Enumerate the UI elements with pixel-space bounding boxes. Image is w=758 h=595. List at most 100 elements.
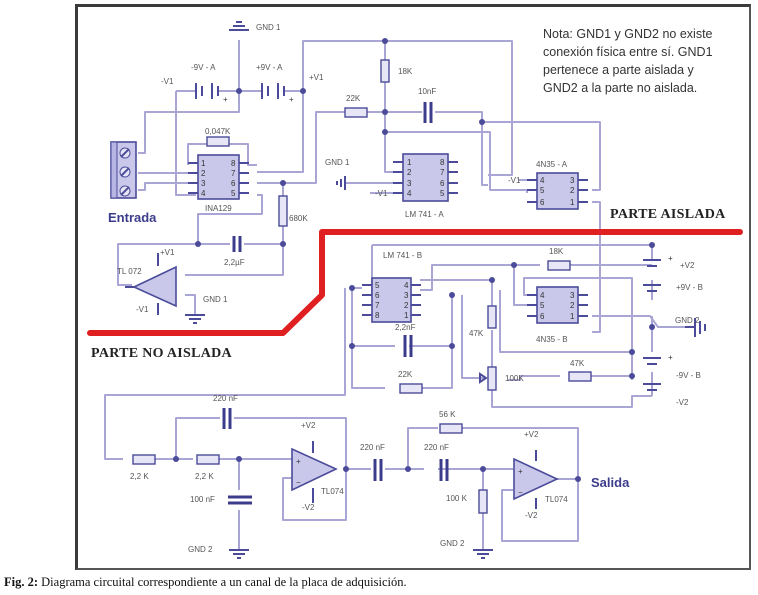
capacitor-220n-1 [373,459,383,481]
svg-text:2: 2 [404,301,409,310]
svg-text:8: 8 [440,158,445,167]
svg-text:1: 1 [201,159,206,168]
note-line-1: Nota: GND1 y GND2 no existe [543,27,713,41]
gnd1-top-symbol [229,21,249,31]
label-tl074-1-vneg: -V2 [302,503,315,512]
capacitor-100n [228,495,252,505]
resistor-gain [206,136,230,147]
label-tl072: TL 072 [117,267,142,276]
svg-text:8: 8 [231,159,236,168]
capacitor-10n [423,102,433,123]
resistor-22k-b [399,383,423,394]
label-bat-pos-b: +9V - B [676,283,703,292]
label-r22k-a: 22K [346,94,361,103]
opto-a-chip [527,172,588,210]
label-entrada: Entrada [108,210,157,225]
input-terminal-block [110,141,137,199]
label-c2n2: 2,2nF [395,323,416,332]
opto-b-chip [527,286,588,324]
capacitor-2n2 [403,335,413,357]
svg-text:5: 5 [540,186,545,195]
label-gnd2-bat: GND 2 [675,316,700,325]
gnd1-lm-symbol [336,176,346,190]
svg-text:5: 5 [540,301,545,310]
label-r22k-b: 22K [398,370,413,379]
lm741b-chip [362,277,421,323]
svg-text:6: 6 [540,198,545,207]
label-parte-no-aislada: PARTE NO AISLADA [91,346,233,361]
svg-text:6: 6 [231,179,236,188]
svg-text:3: 3 [570,176,575,185]
svg-text:+: + [668,254,673,263]
label-pot-100k: 100K [505,374,524,383]
label-r47k-h: 47K [570,359,585,368]
label-tl072-vpos: +V1 [160,248,175,257]
svg-text:5: 5 [231,189,236,198]
svg-text:5: 5 [440,189,445,198]
svg-text:6: 6 [440,179,445,188]
label-opto-b: 4N35 - B [536,335,568,344]
label-r100k: 100 K [446,494,468,503]
resistor-680k [278,195,288,227]
resistor-2k2-1 [132,454,156,465]
battery-b-positive: + [643,254,673,292]
svg-text:2: 2 [407,168,412,177]
label-r2k2-1: 2,2 K [130,472,149,481]
label-c220n-1: 220 nF [360,443,385,452]
capacitor-2u2 [232,236,242,252]
svg-text:7: 7 [375,301,380,310]
svg-text:3: 3 [201,179,206,188]
label-r47k-v: 47K [469,329,484,338]
gnd2-lowpass-symbol [229,549,249,559]
resistor-2k2-2 [196,454,220,465]
note-line-2: conexión física entre sí. GND1 [543,45,713,59]
label-bat-pos-a: +9V - A [256,63,283,72]
label-gnd1-tl: GND 1 [203,295,228,304]
caption-label: Fig. 2: [4,575,39,589]
battery-a-positive: + [261,83,294,104]
label-bat-neg-a: -9V - A [191,63,216,72]
svg-text:−: − [518,488,523,497]
svg-text:1: 1 [407,158,412,167]
resistor-47k-h [568,371,592,382]
note-line-3: pertenece a parte aislada y [543,63,695,77]
label-v2-pos: +V2 [680,261,695,270]
svg-text:8: 8 [375,311,380,320]
resistor-18k-a [380,59,390,83]
svg-text:1: 1 [570,312,575,321]
svg-text:5: 5 [375,281,380,290]
svg-text:7: 7 [231,169,236,178]
label-gnd1-lm: GND 1 [325,158,350,167]
junction-dots [173,38,655,482]
svg-text:+: + [518,467,523,476]
label-tl074-2-vpos: +V2 [524,430,539,439]
figure-caption: Fig. 2: Diagrama circuital correspondien… [4,575,407,590]
label-c220n-2: 220 nF [424,443,449,452]
tl074-opamp-1: + − [291,441,338,503]
label-r18k-b: 18K [549,247,564,256]
capacitor-220n-feedback [222,408,232,429]
label-gnd2-hp: GND 2 [440,539,465,548]
svg-text:+: + [668,353,673,362]
potentiometer-100k [479,366,497,391]
svg-text:1: 1 [570,198,575,207]
label-salida: Salida [591,475,630,490]
gnd2-highpass-symbol [473,549,493,559]
labels: GND 1 -9V - A +9V - A -V1 +V1 0,047K INA… [117,23,703,554]
svg-text:+: + [223,95,228,104]
capacitor-220n-2 [439,459,449,481]
battery-b-negative: + [643,353,673,391]
svg-text:4: 4 [404,281,409,290]
label-v2-neg: -V2 [676,398,689,407]
note-line-4: GND2 a la parte no aislada. [543,81,697,95]
tl072-opamp [125,253,205,324]
label-lm741a: LM 741 - A [405,210,444,219]
resistor-100k [478,489,488,514]
label-c220n-fb: 220 nF [213,394,238,403]
isolation-barrier-line [87,229,743,336]
label-tl074-2-vneg: -V2 [525,511,538,520]
svg-text:6: 6 [540,312,545,321]
label-c100n: 100 nF [190,495,215,504]
svg-text:+: + [289,95,294,104]
